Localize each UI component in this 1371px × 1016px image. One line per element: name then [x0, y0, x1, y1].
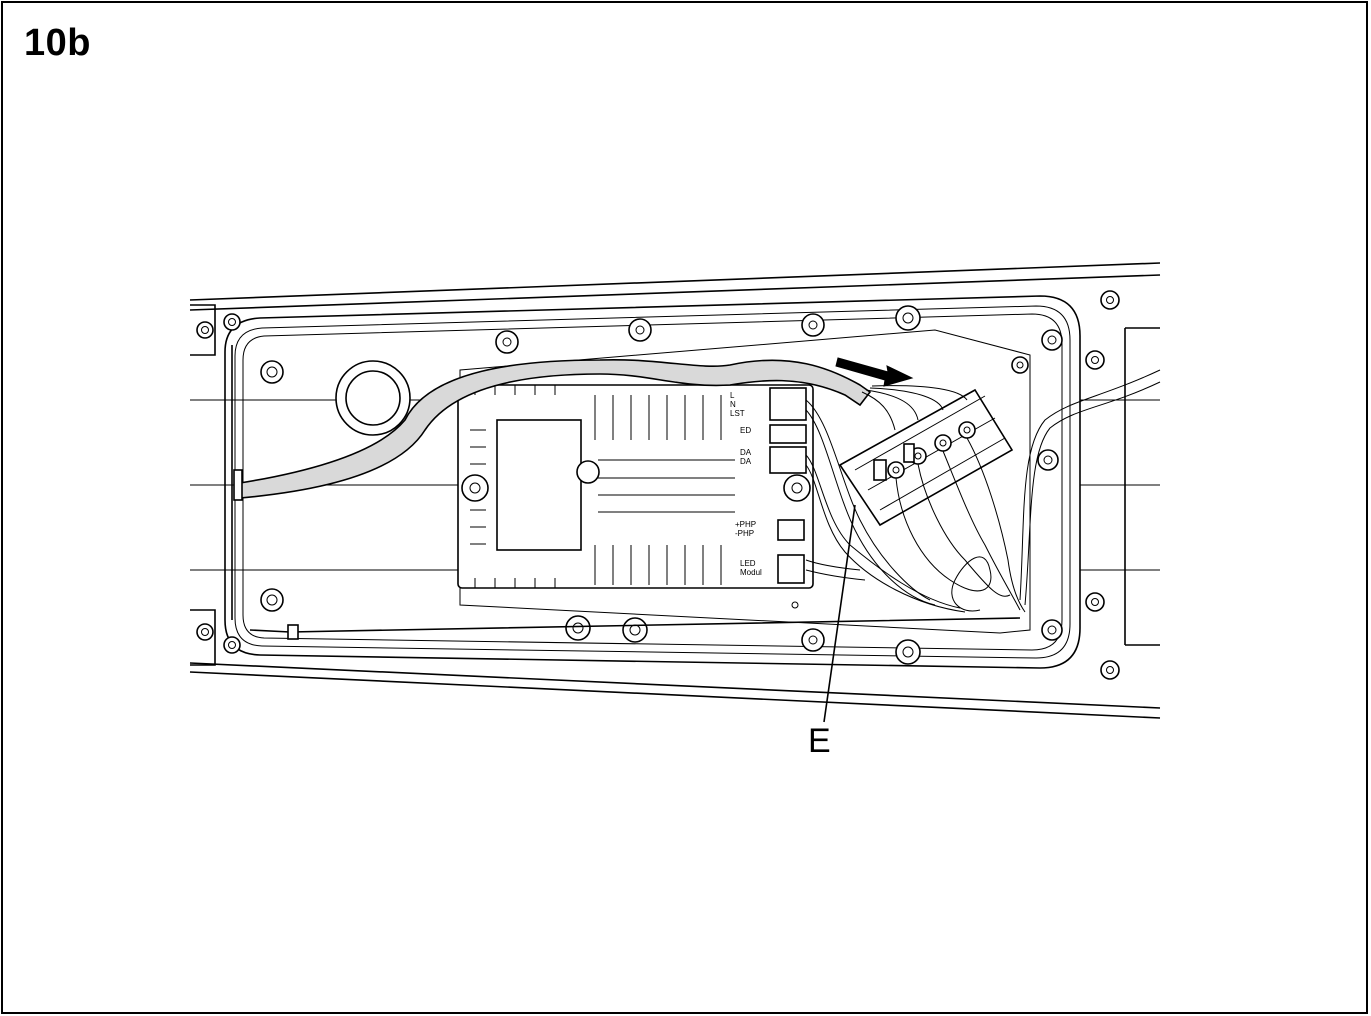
callout-e-leader [823, 504, 856, 723]
cable-grommet [335, 360, 411, 436]
main-cable [239, 358, 872, 499]
marking-da-1: DA [740, 448, 752, 457]
marking-ed: ED [740, 426, 751, 435]
mounting-plate [459, 329, 1031, 634]
marking-led: LED [740, 559, 756, 568]
callout-e-label: E [808, 722, 831, 760]
marking-l: L [730, 391, 735, 400]
figure-label: 10b [24, 22, 91, 64]
pull-arrow-icon [835, 357, 914, 387]
housing [189, 262, 1161, 719]
terminal-block [838, 388, 1014, 527]
marking-php-plus: +PHP [735, 520, 756, 529]
marking-lst: LST [730, 409, 745, 418]
marking-da-2: DA [740, 457, 752, 466]
marking-n: N [730, 400, 736, 409]
screw-bosses [196, 290, 1120, 680]
marking-modul: Modul [740, 568, 762, 577]
marking-php-minus: -PHP [735, 529, 754, 538]
control-board: L N LST ED DA DA +PHP -PHP LED Modul [457, 384, 814, 609]
